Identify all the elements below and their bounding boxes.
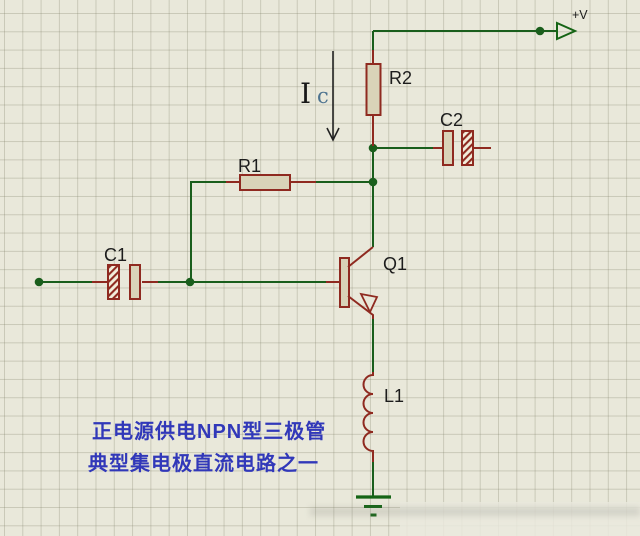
ground-symbol: [356, 495, 391, 517]
r2-ref-label: R2: [389, 68, 412, 88]
q1-base-bar: [339, 257, 350, 308]
l1-coil: [362, 372, 374, 462]
wire-r1-left: [190, 181, 226, 282]
current-annotation: I c: [300, 51, 340, 142]
r2-body: [365, 63, 382, 116]
power-arrow-icon: [556, 21, 578, 41]
watermark-smear: [310, 507, 640, 516]
caption-line-1: 正电源供电NPN型三极管: [92, 419, 326, 443]
component-q1: Q1: [326, 246, 407, 319]
caption: 正电源供电NPN型三极管 典型集电极直流电路之一: [88, 419, 326, 475]
component-c2: C2: [433, 110, 491, 166]
caption-line-2: 典型集电极直流电路之一: [88, 451, 319, 475]
r1-body: [239, 174, 291, 191]
watermark-blur-band: [400, 502, 640, 536]
q1-ref-label: Q1: [383, 254, 407, 274]
r1-ref-label: R1: [238, 156, 261, 176]
c2-plate-right-hatched: [461, 130, 474, 166]
current-arrow-head-icon: [326, 127, 340, 142]
c2-plate-left: [442, 130, 454, 166]
component-r2: R2: [365, 50, 412, 146]
power-terminal: +V: [556, 8, 588, 41]
q1-collector-lead: [347, 246, 374, 268]
component-c1: C1: [92, 245, 158, 300]
current-symbol: I: [300, 77, 311, 110]
c1-plate-left-hatched: [107, 264, 120, 300]
junction-dot: [185, 277, 195, 287]
c2-ref-label: C2: [440, 110, 463, 130]
junction-dot: [368, 143, 378, 153]
junction-dot: [368, 177, 378, 187]
junction-dot: [535, 26, 545, 36]
l1-ref-label: L1: [384, 386, 404, 406]
input-terminal-dot: [34, 277, 44, 287]
junction-dots: [34, 26, 545, 287]
c1-plate-right: [129, 264, 141, 300]
c1-ref-label: C1: [104, 245, 127, 265]
wires: [39, 30, 556, 497]
q1-emitter-lead: [347, 295, 374, 319]
current-subscript: c: [317, 84, 329, 108]
power-terminal-label: +V: [572, 8, 588, 22]
q1-emitter-arrow-icon: [359, 292, 379, 315]
component-r1: R1: [226, 156, 316, 191]
component-l1: L1: [362, 372, 404, 462]
